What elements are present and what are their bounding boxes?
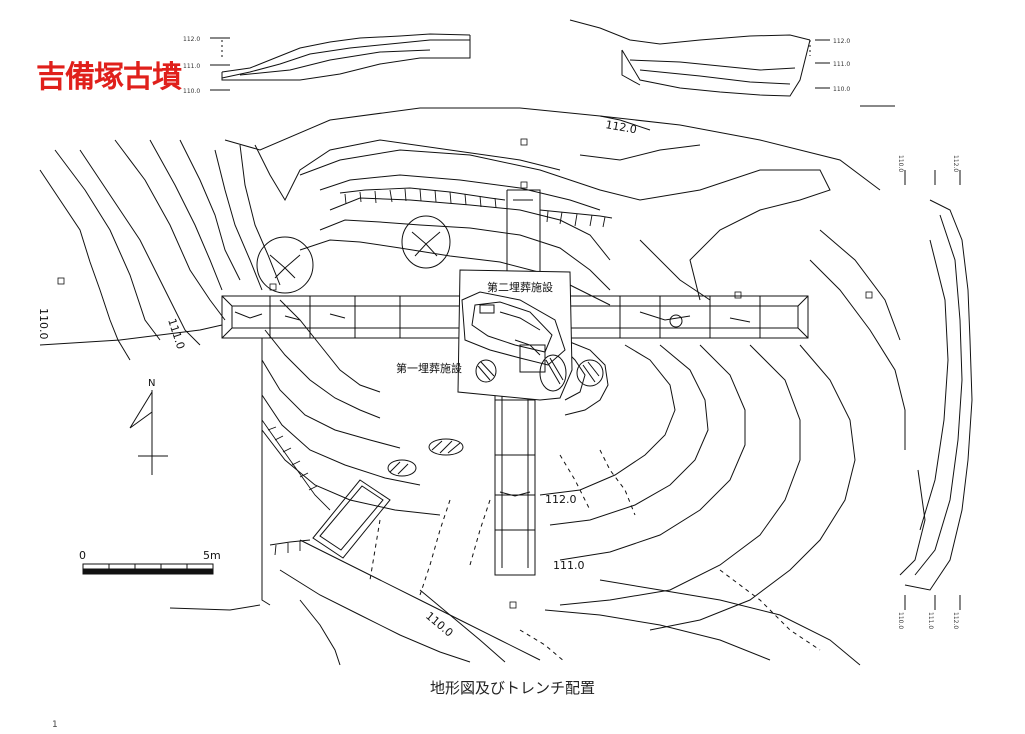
section-profile-top-right — [569, 19, 895, 107]
profile-tl-label-a: 112.0 — [183, 36, 200, 43]
figure-caption: 地形図及びトレンチ配置 — [429, 679, 595, 697]
profile-tr-label-b: 111.0 — [833, 61, 850, 68]
profile-r-top-label-b: 112.0 — [952, 155, 959, 172]
datum-markers — [57, 138, 873, 609]
scale-bar — [82, 563, 214, 575]
section-profile-top-left — [210, 33, 471, 91]
hachure-west — [261, 419, 331, 556]
contour-label-south-111: 111.0 — [553, 559, 585, 572]
dashed-contours — [369, 449, 821, 663]
profile-r-top-label-a: 110.0 — [897, 155, 904, 172]
profile-tl-label-b: 111.0 — [183, 63, 200, 70]
contour-label-south-110: 110.0 — [423, 609, 455, 639]
tree-symbol-2 — [401, 215, 451, 269]
site-title: 吉備塚古墳 — [36, 60, 182, 95]
trench-southwest — [312, 479, 391, 559]
tree-symbol-1 — [256, 236, 314, 294]
label-burial-2: 第二埋葬施設 — [487, 280, 553, 294]
hatched-pits — [387, 354, 604, 477]
profile-r-bot-label-b: 111.0 — [927, 612, 934, 629]
scale-start-label: 0 — [79, 549, 86, 562]
profile-tr-label-a: 112.0 — [833, 38, 850, 45]
hachure-north — [339, 187, 613, 228]
profile-r-bot-label-a: 110.0 — [897, 612, 904, 629]
contour-label-top-112: 112.0 — [604, 118, 637, 136]
contour-label-south-112: 112.0 — [545, 493, 577, 506]
profile-tl-label-c: 110.0 — [183, 88, 200, 95]
profile-r-bot-label-c: 112.0 — [952, 612, 959, 629]
contour-lines — [39, 107, 906, 666]
profile-tr-label-c: 110.0 — [833, 86, 850, 93]
label-burial-1: 第一埋葬施設 — [396, 361, 462, 375]
contour-label-west-110: 110.0 — [37, 308, 50, 340]
north-label: N — [148, 378, 155, 389]
section-profile-right — [899, 170, 973, 610]
page-mark: 1 — [52, 720, 58, 730]
north-arrow — [129, 390, 168, 475]
scale-end-label: 5m — [203, 549, 221, 562]
